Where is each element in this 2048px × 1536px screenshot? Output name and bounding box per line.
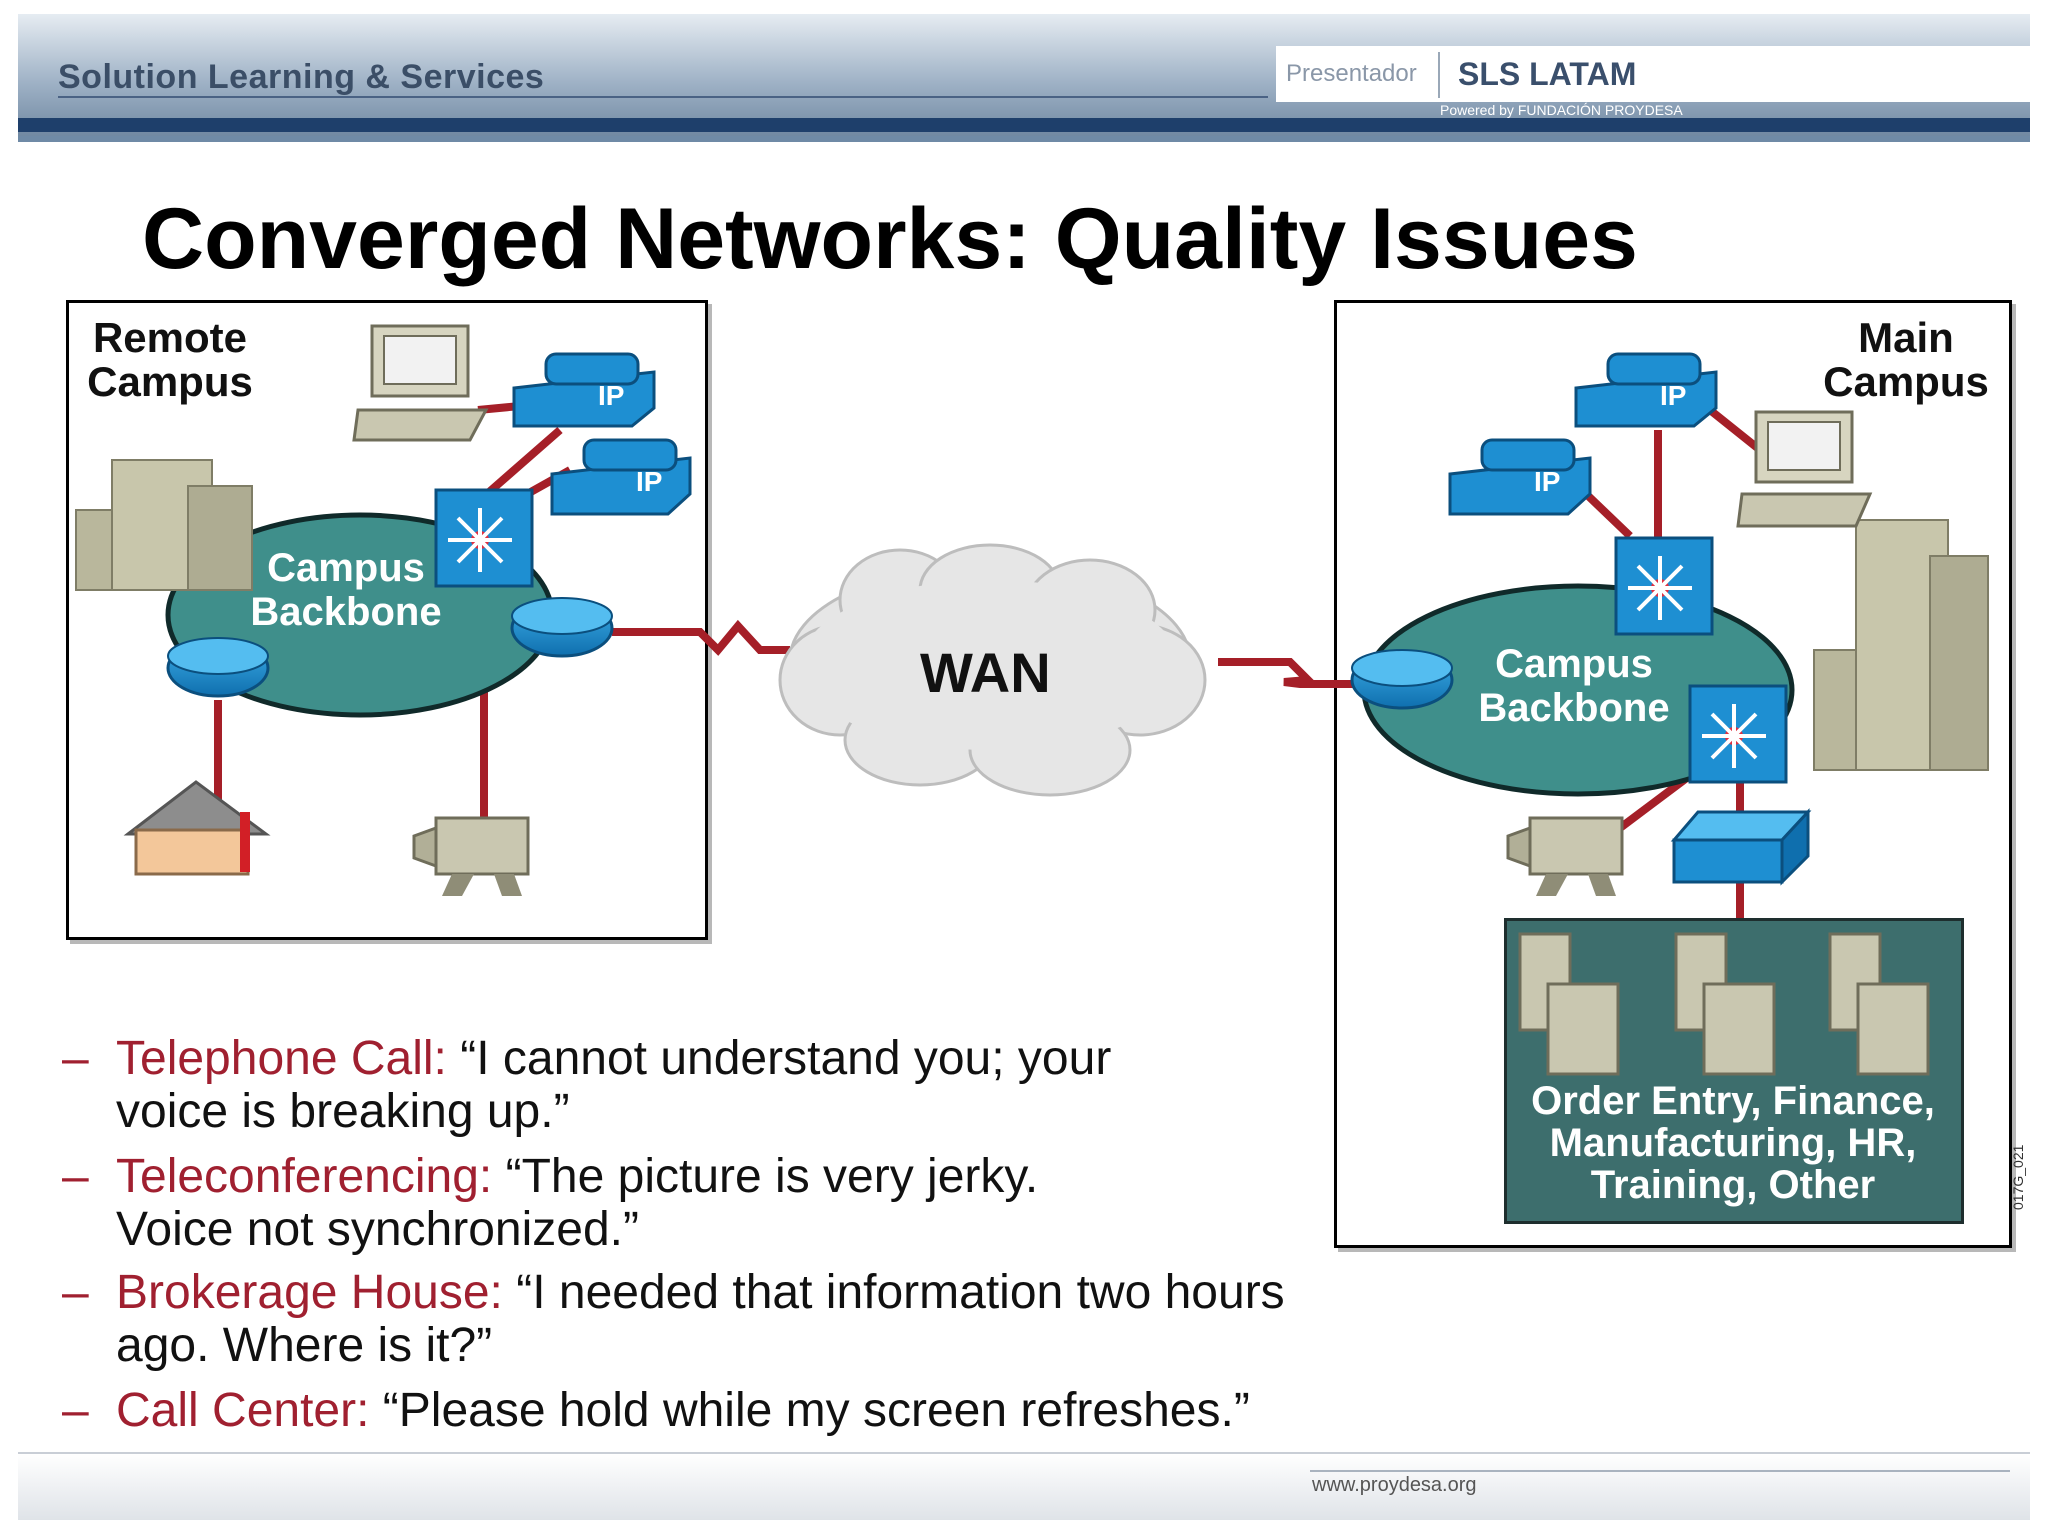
bullet-quote: “I cannot understand you; your <box>446 1032 1112 1085</box>
main-pc-icon <box>1736 410 1873 528</box>
ip-phone-icon <box>1448 438 1592 516</box>
bullet-dash: – <box>62 1266 89 1319</box>
ip-phone-icon <box>1574 352 1718 428</box>
bullet-dash: – <box>62 1150 89 1203</box>
ip-phone-label: IP <box>1660 380 1687 411</box>
footer-url: www.proydesa.org <box>1312 1474 1477 1496</box>
multilayer-switch-icon <box>1614 536 1714 636</box>
bullet-term: Teleconferencing: <box>116 1150 493 1203</box>
powered-by: Powered by FUNDACIÓN PROYDESA <box>1440 102 1683 118</box>
remote-campus-label: Remote Campus <box>80 316 260 404</box>
backbone-label-line: Campus <box>267 546 425 590</box>
applications-label: Order Entry, Finance, Manufacturing, HR,… <box>1506 1080 1960 1206</box>
footer-bar <box>18 1452 2030 1520</box>
ip-phone-label: IP <box>1534 466 1561 497</box>
bullet-term: Call Center: <box>116 1384 370 1437</box>
home-office-icon <box>123 780 271 876</box>
router-icon <box>510 597 614 658</box>
bullet-item: –Call Center: “Please hold while my scre… <box>62 1384 1462 1437</box>
brand-title: Solution Learning & Services <box>58 58 545 96</box>
bullet-quote: “Please hold while my screen refreshes.” <box>369 1384 1250 1437</box>
remote-campus-label-line: Remote <box>92 314 248 361</box>
bullet-term: Brokerage House: <box>116 1266 503 1319</box>
bullet-quote-continued: ago. Where is it?” <box>116 1319 493 1372</box>
bullet-quote: “The picture is very jerky. <box>492 1150 1039 1203</box>
remote-pc-icon <box>352 324 489 442</box>
video-camera-icon <box>1506 816 1624 896</box>
main-campus-label-line: Campus <box>1823 358 1989 405</box>
remote-campus-label-line: Campus <box>87 358 253 405</box>
presenter-panel <box>1276 46 2030 102</box>
bullet-dash: – <box>62 1032 89 1085</box>
router-icon <box>166 637 270 698</box>
ip-phone-label: IP <box>636 466 663 497</box>
bullet-quote: “I needed that information two hours <box>502 1266 1285 1319</box>
ip-phone-label: IP <box>598 380 625 411</box>
applications-line: Order Entry, Finance, <box>1531 1079 1935 1123</box>
backbone-label-line: Backbone <box>250 590 442 634</box>
router-icon <box>1350 649 1454 710</box>
presenter-separator <box>1438 52 1440 98</box>
bullet-quote-continued: voice is breaking up.” <box>116 1085 570 1138</box>
main-campus-label: Main Campus <box>1806 316 2006 404</box>
bullet-dash: – <box>62 1384 89 1437</box>
backbone-label-line: Backbone <box>1478 686 1670 730</box>
org-name: SLS LATAM <box>1458 56 1637 92</box>
header-rule-secondary <box>18 136 2030 142</box>
wan-cloud-fill <box>800 580 1180 750</box>
video-camera-icon <box>412 816 530 896</box>
bullet-quote-continued: Voice not synchronized.” <box>116 1203 639 1256</box>
figure-code: 017G_021 <box>2010 1144 2026 1210</box>
header-rule <box>18 118 2030 132</box>
workgroup-switch-icon <box>1670 808 1812 886</box>
ip-phone-icon <box>512 352 656 428</box>
main-building-icon <box>1813 519 1989 771</box>
bullet-item: –Teleconferencing: “The picture is very … <box>62 1150 1462 1256</box>
bullet-item: –Brokerage House: “I needed that informa… <box>62 1266 1462 1372</box>
applications-line: Manufacturing, HR, <box>1549 1121 1917 1165</box>
multilayer-switch-icon <box>1688 684 1788 784</box>
backbone-label-line: Campus <box>1495 642 1653 686</box>
remote-backbone-label: Campus Backbone <box>236 546 456 634</box>
footer-rule <box>1310 1470 2010 1472</box>
slide-title: Converged Networks: Quality Issues <box>142 191 1638 287</box>
bullet-term: Telephone Call: <box>116 1032 447 1085</box>
main-backbone-label: Campus Backbone <box>1464 642 1684 730</box>
remote-links <box>214 402 790 820</box>
main-campus-label-line: Main <box>1858 314 1954 361</box>
applications-line: Training, Other <box>1590 1163 1876 1207</box>
server-icon <box>1518 932 1930 1076</box>
brand-underline <box>58 96 1268 98</box>
remote-building-icon <box>75 459 253 591</box>
presenter-label: Presentador <box>1286 60 1417 87</box>
bullet-item: –Telephone Call: “I cannot understand yo… <box>62 1032 1462 1138</box>
multilayer-switch-icon <box>434 488 534 588</box>
ip-phone-icon <box>550 438 692 516</box>
wan-label: WAN <box>920 641 1051 704</box>
